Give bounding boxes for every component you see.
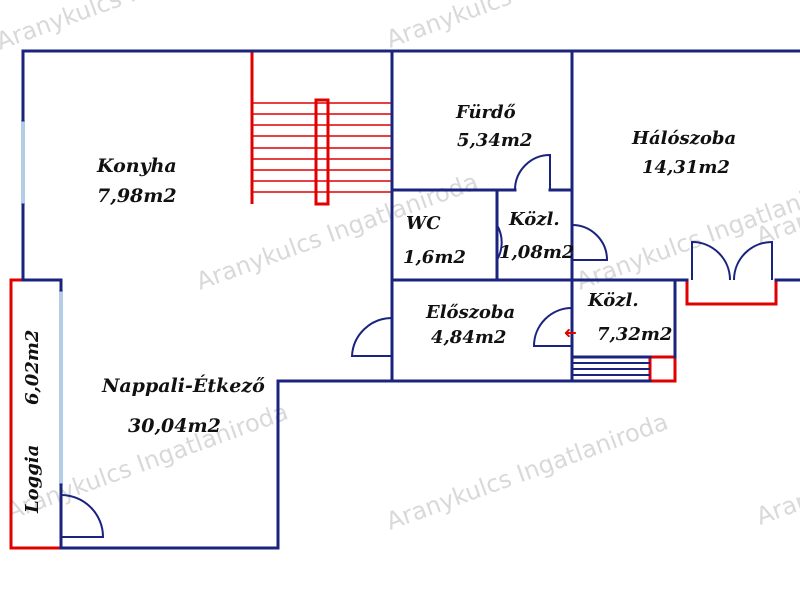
label-konyha-area: 7,98m2 [97, 185, 177, 207]
label-kozl2-area: 7,32m2 [597, 324, 672, 345]
watermark-6: Aranykulcs Ingatlaniroda [382, 408, 671, 536]
watermarks: Aranykulcs Ingatlaniroda Aranykulcs Inga… [0, 0, 800, 536]
door-kozl1 [571, 224, 609, 261]
door-balcony-left [691, 240, 731, 281]
label-wc-name: WC [406, 213, 441, 234]
label-furdo-area: 5,34m2 [457, 130, 532, 151]
room-labels: Konyha 7,98m2 Nappali-Étkező 30,04m2 6,0… [22, 102, 736, 514]
label-eloszoba-area: 4,84m2 [431, 327, 506, 348]
label-kozl2-name: Közl. [587, 290, 639, 311]
watermark-8: Aranykulcs Ingatlaniroda [752, 403, 800, 531]
watermark-7: Aranykulcs Ingatlaniroda [752, 123, 800, 251]
watermark-2: Aranykulcs Ingatlaniroda [382, 0, 671, 54]
label-kozl1-name: Közl. [508, 209, 560, 230]
staircase [250, 52, 392, 206]
label-haloszoba-name: Hálószoba [631, 128, 736, 149]
label-wc-area: 1,6m2 [403, 247, 466, 268]
door-balcony-right [733, 240, 773, 281]
entrance-box [648, 355, 677, 383]
label-konyha-name: Konyha [96, 155, 177, 177]
windows [21, 120, 63, 485]
doors [60, 153, 773, 538]
label-eloszoba-name: Előszoba [425, 302, 515, 323]
walls [21, 49, 800, 550]
door-living [60, 494, 105, 538]
label-kozl1-area: 1,08m2 [499, 242, 574, 263]
entrance-steps [572, 362, 650, 376]
label-loggia-name: Loggia [22, 445, 43, 514]
label-haloszoba-area: 14,31m2 [642, 157, 730, 178]
door-kozl2 [532, 307, 573, 347]
watermark-1: Aranykulcs Ingatlaniroda [0, 0, 282, 56]
label-furdo-name: Fürdő [455, 102, 516, 123]
label-loggia-area: 6,02m2 [22, 330, 43, 405]
door-wc [496, 224, 503, 261]
balcony-outline [685, 280, 778, 306]
door-bathroom [514, 153, 551, 191]
door-eloszoba [350, 316, 393, 357]
label-nappali-area: 30,04m2 [128, 415, 221, 437]
label-nappali-name: Nappali-Étkező [101, 374, 265, 397]
entrance-arrow-icon: ➜ [564, 324, 577, 343]
